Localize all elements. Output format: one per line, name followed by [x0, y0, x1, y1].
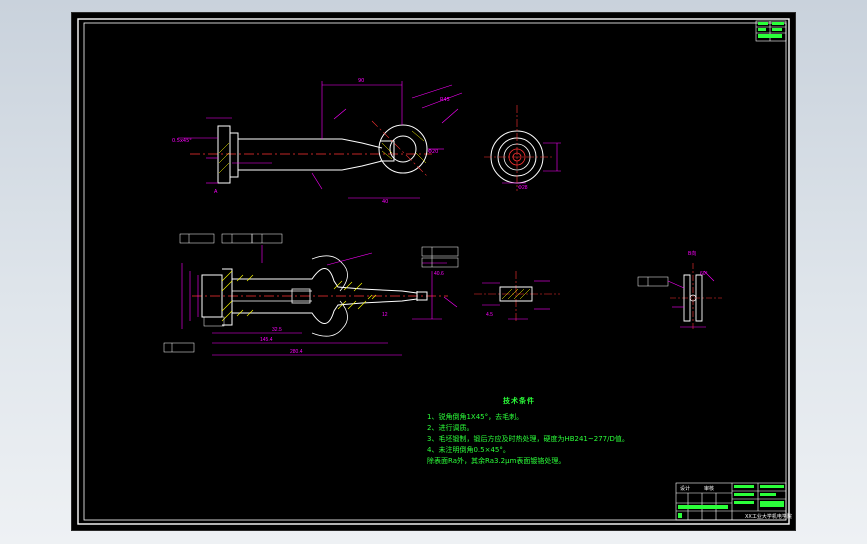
title-block-school: XX工业大学机电学院 — [745, 514, 792, 520]
corner-tag-text — [758, 22, 784, 38]
dim-phi28: Φ28 — [518, 185, 528, 191]
chamfer-label: 0.5x45° — [172, 138, 192, 144]
view-detail-1: 4.5 — [474, 271, 560, 323]
title-block-fill — [678, 485, 784, 518]
dim-40-6: 40.6 — [434, 271, 444, 277]
eye-inner — [389, 135, 417, 163]
corner-tag — [755, 20, 787, 42]
tech-req-item-4: 4、未注明倒角0.5×45°。 — [427, 446, 510, 454]
title-block-design: 设计 — [680, 486, 691, 492]
outer-border — [77, 18, 790, 525]
view-b-label: B向 — [688, 250, 696, 257]
view-detail-2: B向 60° — [637, 250, 722, 331]
dim-12: 12 — [382, 312, 388, 318]
dim-4-5: 4.5 — [486, 312, 493, 318]
shank-outline — [238, 138, 383, 171]
dim-90: 90 — [358, 78, 364, 84]
tech-req-title: 技术条件 — [503, 397, 535, 405]
dim-280-4: 280.4 — [290, 349, 303, 355]
cad-viewport[interactable]: 90 40 R45 Φ20 0.5x45° A Φ28 — [72, 13, 795, 530]
view-end: Φ28 — [484, 105, 561, 191]
dim-32-5: 32.5 — [272, 327, 282, 333]
view-main: 90 40 R45 Φ20 0.5x45° A — [172, 78, 463, 205]
tolerance-frames — [163, 233, 459, 353]
tech-req-item-2: 2、进行调质。 — [427, 424, 474, 432]
tech-req-item-1: 1、锐角倒角1X45°，去毛刺。 — [427, 413, 524, 421]
inner-border — [83, 22, 787, 521]
tech-req-item-3: 3、毛坯锻制，锻后方应及时热处理，硬度为HB241~277/D值。 — [427, 435, 629, 443]
section-a: A — [214, 189, 218, 195]
flange-outline — [217, 125, 231, 184]
dim-40: 40 — [382, 199, 388, 205]
title-block-check: 审核 — [704, 486, 715, 492]
engineering-drawing: 90 40 R45 Φ20 0.5x45° A Φ28 — [77, 18, 790, 525]
tech-req-item-5: 除表面Ra外，其余Ra3.2μm表面镀铬处理。 — [427, 457, 566, 465]
view-section: 32.5 145.4 280.4 12 40.6 — [163, 233, 459, 356]
dim-60: 60° — [700, 271, 708, 277]
dim-phi20: Φ20 — [428, 149, 438, 155]
dim-r45: R45 — [440, 97, 450, 103]
section-body — [232, 268, 418, 324]
eye-outer — [378, 124, 428, 174]
dim-145-4: 145.4 — [260, 337, 273, 343]
